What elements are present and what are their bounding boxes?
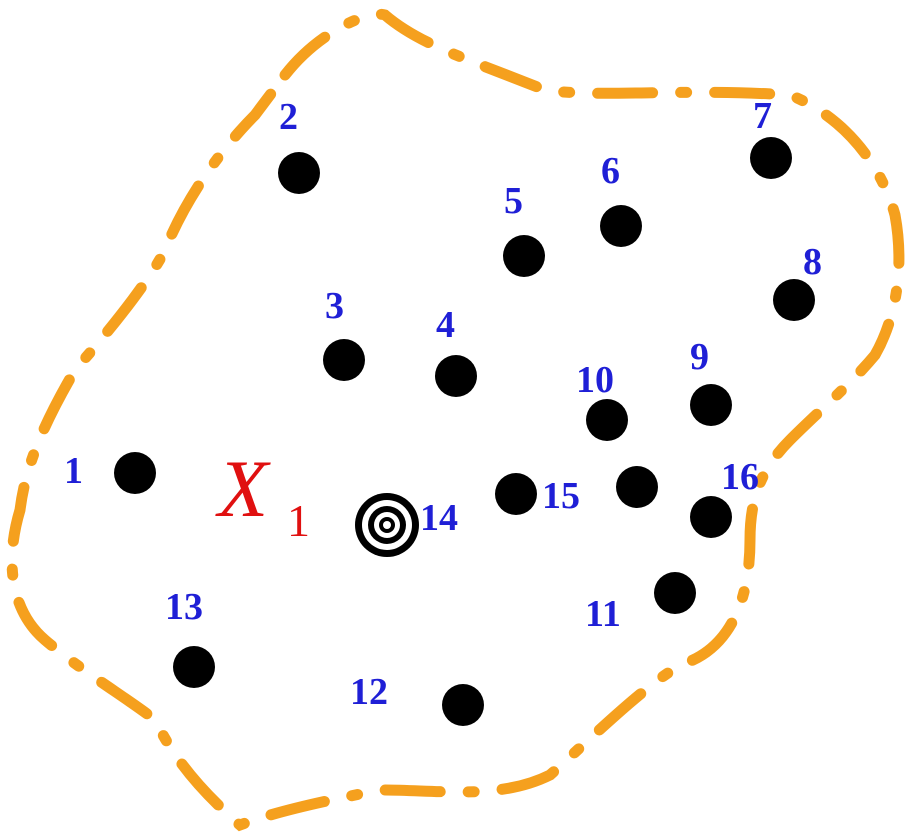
node-9-label: 9 <box>690 336 709 378</box>
node-7 <box>750 137 792 179</box>
node-9 <box>690 384 732 426</box>
node-11-label: 11 <box>585 593 621 635</box>
node-1-label: 1 <box>64 450 83 492</box>
node-3 <box>323 339 365 381</box>
node-15 <box>495 473 537 515</box>
cluster-label: X <box>215 443 271 534</box>
node-15-label: 15 <box>542 475 580 517</box>
node-11 <box>654 572 696 614</box>
cluster-label-subscript: 1 <box>287 495 310 546</box>
node-10 <box>586 399 628 441</box>
node-4-label: 4 <box>436 304 455 346</box>
node-2-label: 2 <box>279 96 298 138</box>
node-13-label: 13 <box>165 586 203 628</box>
center-node-label: 14 <box>420 497 458 539</box>
node-8-label: 8 <box>803 241 822 283</box>
cluster-boundary <box>6 8 905 832</box>
node-2 <box>278 152 320 194</box>
node-extra <box>690 496 732 538</box>
node-16-label: 16 <box>721 456 759 498</box>
node-16 <box>616 466 658 508</box>
node-8 <box>773 279 815 321</box>
node-5-label: 5 <box>504 180 523 222</box>
node-12 <box>442 684 484 726</box>
node-7-label: 7 <box>753 95 772 137</box>
center-node <box>355 493 419 557</box>
node-5 <box>503 235 545 277</box>
node-10-label: 10 <box>576 359 614 401</box>
node-12-label: 12 <box>350 671 388 713</box>
node-3-label: 3 <box>325 285 344 327</box>
node-1 <box>114 452 156 494</box>
node-6 <box>600 205 642 247</box>
node-13 <box>173 646 215 688</box>
node-4 <box>435 355 477 397</box>
node-6-label: 6 <box>601 150 620 192</box>
